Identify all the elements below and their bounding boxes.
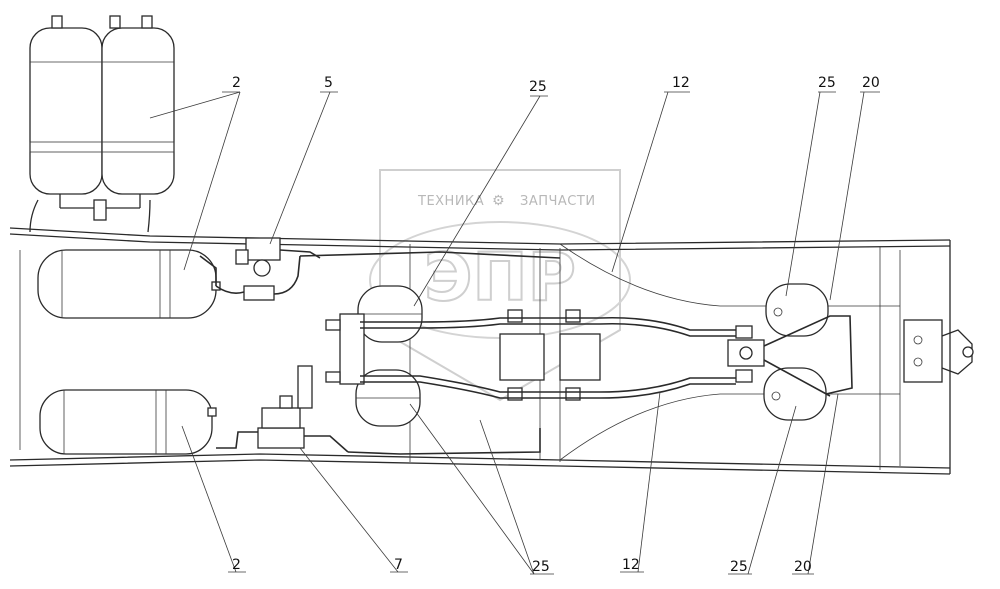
watermark-logo: ЭПР (424, 239, 576, 316)
callout-bottom-5: 25 (730, 559, 748, 575)
callout-bottom-1: 2 (232, 557, 241, 573)
brake-chamber-front-lower (355, 369, 421, 427)
front-manifold (325, 313, 365, 385)
brake-chamber-front-upper (357, 285, 423, 343)
brake-chamber-rear-upper (765, 283, 829, 337)
pipelines (299, 251, 853, 455)
callout-bottom-6: 20 (794, 559, 812, 575)
rear-relay-valve (727, 325, 765, 383)
gear-icon: ⚙ (492, 193, 505, 209)
callout-top-1: 2 (232, 75, 241, 91)
rear-coupling (903, 319, 974, 383)
upper-air-receiver (37, 249, 221, 319)
callout-bottom-2: 7 (394, 557, 403, 573)
brake-chamber-rear-lower (763, 367, 827, 421)
callout-top-4: 12 (672, 75, 690, 91)
vehicle-frame (9, 227, 951, 475)
leader-lines (149, 91, 880, 575)
callout-top-3: 25 (529, 79, 547, 95)
callout-labels: 2 5 25 12 25 20 2 7 25 12 25 20 (232, 75, 880, 575)
callout-top-6: 20 (862, 75, 880, 91)
watermark-right-text: ЗАПЧАСТИ (520, 194, 596, 209)
central-axle-block (499, 309, 601, 401)
valve-5 (199, 237, 321, 301)
vertical-air-receiver (29, 15, 175, 233)
lower-air-receiver (39, 389, 217, 455)
callout-bottom-3: 25 (532, 559, 550, 575)
callout-top-2: 5 (324, 75, 333, 91)
watermark-left-text: ТЕХНИКА (417, 194, 484, 209)
callout-top-5: 25 (818, 75, 836, 91)
callout-bottom-4: 12 (622, 557, 640, 573)
valve-7 (216, 365, 349, 453)
